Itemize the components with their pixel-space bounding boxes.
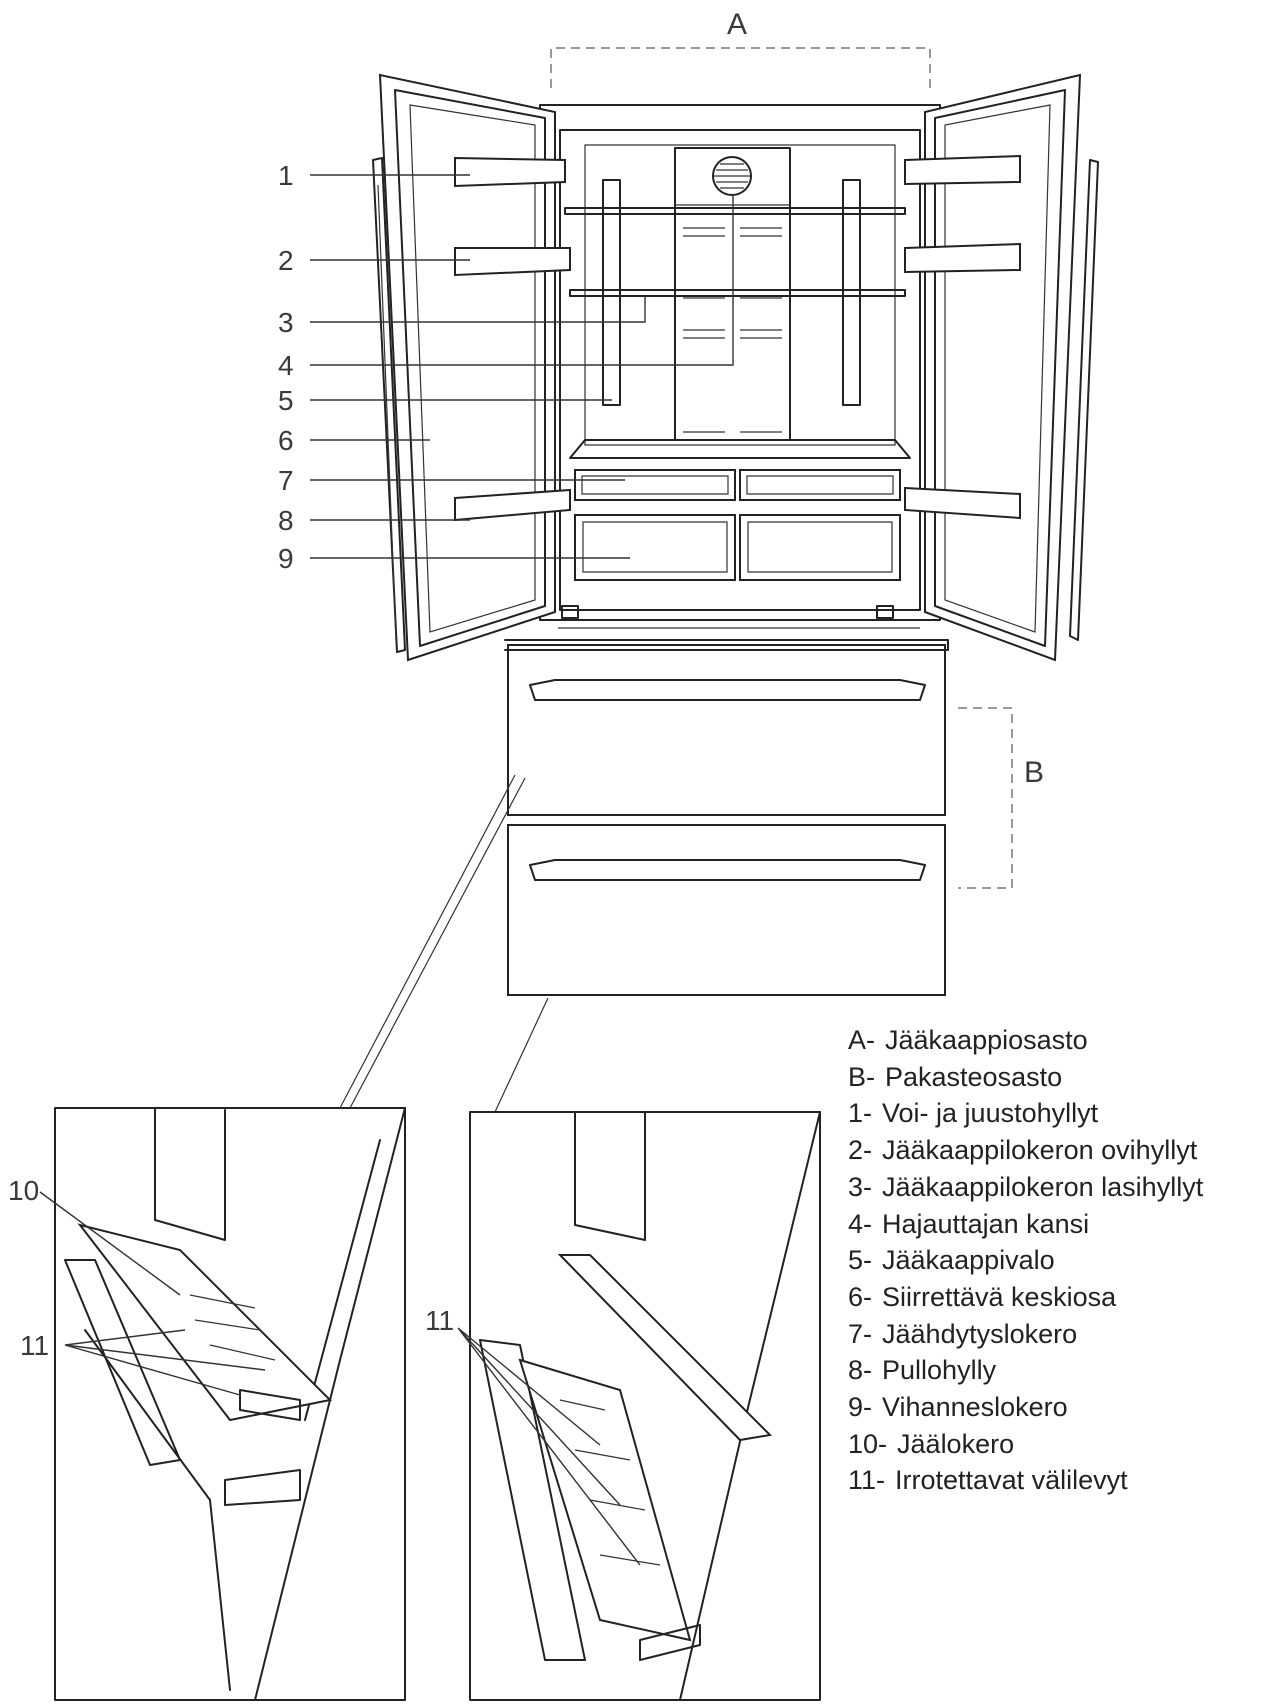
legend-item: 9- Vihanneslokero bbox=[848, 1389, 1203, 1426]
bracket-b bbox=[958, 707, 1013, 889]
legend-item: 4- Hajauttajan kansi bbox=[848, 1206, 1203, 1243]
callout-9: 9 bbox=[278, 543, 294, 574]
legend-key: 3- bbox=[848, 1171, 873, 1202]
legend-text: Siirrettävä keskiosa bbox=[882, 1281, 1117, 1312]
label-b: B bbox=[1024, 756, 1044, 789]
callout-11-left: 11 bbox=[20, 1330, 49, 1361]
legend-key: 6- bbox=[848, 1281, 873, 1312]
legend-text: Pakasteosasto bbox=[885, 1061, 1063, 1092]
callout-8: 8 bbox=[278, 505, 294, 536]
legend-key: B- bbox=[848, 1061, 875, 1092]
legend-text: Pullohylly bbox=[882, 1355, 997, 1386]
legend-key: 2- bbox=[848, 1135, 873, 1166]
callout-10: 10 bbox=[8, 1175, 39, 1206]
legend-text: Jääkaappilokeron ovihyllyt bbox=[882, 1135, 1198, 1166]
callout-1: 1 bbox=[278, 160, 294, 191]
callout-2: 2 bbox=[278, 245, 294, 276]
legend-key: 10- bbox=[848, 1428, 888, 1459]
legend-item: 5- Jääkaappivalo bbox=[848, 1242, 1203, 1279]
callout-numbers: 1 2 3 4 5 6 7 8 9 10 11 11 bbox=[8, 160, 454, 1361]
bracket-a bbox=[550, 47, 931, 88]
legend-item: 11- Irrotettavat välilevyt bbox=[848, 1462, 1203, 1499]
inset-left-ice-tray bbox=[54, 1107, 406, 1701]
legend-text: Irrotettavat välilevyt bbox=[895, 1465, 1128, 1496]
legend-key: 11- bbox=[848, 1465, 886, 1496]
callout-7: 7 bbox=[278, 465, 294, 496]
fridge-illustration bbox=[339, 73, 1099, 1113]
legend-key: 7- bbox=[848, 1318, 873, 1349]
legend-item: 10- Jäälokero bbox=[848, 1426, 1203, 1463]
label-a: A bbox=[727, 8, 747, 41]
leader-lines bbox=[39, 174, 734, 1566]
legend-item: 2- Jääkaappilokeron ovihyllyt bbox=[848, 1132, 1203, 1169]
legend-key: 9- bbox=[848, 1392, 873, 1423]
legend-text: Jääkaappivalo bbox=[882, 1245, 1055, 1276]
legend-item: A- Jääkaappiosasto bbox=[848, 1022, 1203, 1059]
legend-text: Jääkaappilokeron lasihyllyt bbox=[882, 1171, 1204, 1202]
right-door bbox=[904, 73, 1099, 662]
legend-text: Voi- ja juustohyllyt bbox=[882, 1098, 1099, 1129]
legend-text: Jäälokero bbox=[897, 1428, 1015, 1459]
legend-text: Hajauttajan kansi bbox=[882, 1208, 1090, 1239]
legend-key: 5- bbox=[848, 1245, 873, 1276]
legend-key: 1- bbox=[848, 1098, 873, 1129]
legend-key: 4- bbox=[848, 1208, 873, 1239]
legend-item: 7- Jäähdytyslokero bbox=[848, 1316, 1203, 1353]
callout-6: 6 bbox=[278, 425, 294, 456]
callout-4: 4 bbox=[278, 350, 294, 381]
inset-right-dividers bbox=[469, 1111, 821, 1701]
callout-3: 3 bbox=[278, 307, 294, 338]
callout-11-right: 11 bbox=[425, 1305, 454, 1336]
legend-item: B- Pakasteosasto bbox=[848, 1059, 1203, 1096]
left-door bbox=[372, 73, 571, 662]
legend-item: 6- Siirrettävä keskiosa bbox=[848, 1279, 1203, 1316]
legend-key: A- bbox=[848, 1025, 875, 1055]
legend-text: Vihanneslokero bbox=[882, 1392, 1068, 1423]
legend-text: Jäähdytyslokero bbox=[882, 1318, 1078, 1349]
legend-text: Jääkaappiosasto bbox=[885, 1025, 1088, 1055]
legend-item: 1- Voi- ja juustohyllyt bbox=[848, 1095, 1203, 1132]
legend-item: 8- Pullohylly bbox=[848, 1352, 1203, 1389]
freezer-drawers bbox=[504, 639, 949, 996]
callout-5: 5 bbox=[278, 385, 294, 416]
legend-key: 8- bbox=[848, 1355, 873, 1386]
legend-item: 3- Jääkaappilokeron lasihyllyt bbox=[848, 1169, 1203, 1206]
